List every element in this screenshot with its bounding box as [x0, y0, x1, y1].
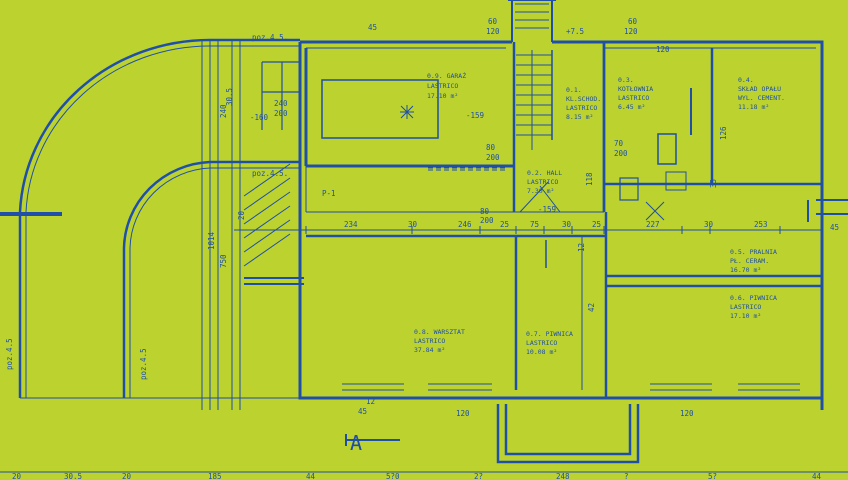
room-warsztat-area: 37.84 m² [414, 346, 445, 354]
dim-750: 750 [219, 254, 228, 268]
room-piwnica7-floor: LASTRICO [526, 339, 557, 347]
dim-20-vertical: 20 [237, 210, 246, 220]
room-sklad-floor: WYL. CEMENT. [738, 94, 785, 102]
room-garaz-name: 0.9. GARAŻ [427, 71, 466, 80]
bottom-dim-5: 44 [306, 472, 316, 480]
dim-42: 42 [587, 303, 596, 312]
room-kotlownia-no: 0.3. [618, 76, 634, 84]
room-piwnica6-name: 0.6. PIWNICA [730, 294, 777, 302]
room-pralnia-area: 16.70 m² [730, 266, 761, 274]
room-hall-name: 0.2. HALL [527, 169, 562, 177]
room-kotlownia-name: KOTŁOWNIA [618, 85, 653, 93]
room-klsch-no: 0.1. [566, 86, 582, 94]
bottom-dim-6: 5?0 [386, 472, 400, 480]
dim-60-a: 60 [488, 17, 498, 26]
room-klsch-area: 8.15 m² [566, 113, 593, 121]
dimension-labels: 234 30 246 25 75 30 25 227 30 253 -159 -… [5, 17, 839, 455]
dim-45-right: 45 [830, 223, 839, 232]
window-label-45-a: 45 [358, 407, 367, 416]
dim-minus-160: -160 [250, 113, 269, 122]
bottom-dim-10: 5? [708, 472, 717, 480]
room-warsztat-name: 0.8. WARSZTAT [414, 328, 465, 336]
room-piwnica7-area: 10.08 m² [526, 348, 557, 356]
room-piwnica6-floor: LASTRICO [730, 303, 761, 311]
bottom-dimensions: 20 30.5 20 185 44 5?0 2? 248 ? 5? 44 [12, 472, 822, 480]
dim-234: 234 [344, 220, 358, 229]
room-sklad-name: SKŁAD OPAŁU [738, 85, 781, 93]
dim-200-a: 200 [274, 109, 288, 118]
section-mark-a: A [350, 431, 362, 455]
room-piwnica6-area: 17.10 m² [730, 312, 761, 320]
room-pralnia-name: 0.5. PRALNIA [730, 248, 777, 256]
dim-80-a: 80 [486, 143, 496, 152]
pillar-label-p1: P-1 [322, 189, 336, 198]
dim-126: 126 [719, 126, 728, 140]
dim-1014: 1014 [207, 231, 216, 250]
dim-30-5-vertical: 30.5 [225, 88, 234, 106]
dim-120-b: 120 [624, 27, 638, 36]
dim-240: 240 [274, 99, 288, 108]
dim-227: 227 [646, 220, 660, 229]
room-hall-area: 7.30 m² [527, 187, 554, 195]
room-klsch-floor: LASTRICO [566, 104, 597, 112]
dim-minus-159-b: -159 [538, 205, 556, 214]
window-label-120-b: 120 [680, 409, 694, 418]
dim-25-a: 25 [500, 220, 509, 229]
dim-240-vertical: 240 [219, 104, 228, 118]
dim-200-c: 200 [486, 153, 500, 162]
dim-30-c: 30 [704, 220, 714, 229]
dim-253: 253 [754, 220, 768, 229]
room-warsztat-floor: LASTRICO [414, 337, 445, 345]
dim-200-b: 200 [614, 149, 628, 158]
bottom-dim-1: 20 [12, 472, 22, 480]
room-klsch-name: KL.SCHOD. [566, 95, 601, 103]
poz-4-5-top: poz.4.5. [252, 33, 288, 42]
dim-75: 75 [530, 220, 539, 229]
dim-120-a: 120 [486, 27, 500, 36]
dim-200-d: 200 [480, 216, 494, 225]
room-garaz-floor: LASTRICO [427, 82, 458, 90]
dim-60-b: 60 [628, 17, 638, 26]
dim-70: 70 [614, 139, 624, 148]
bottom-dim-9: ? [624, 472, 629, 480]
dim-minus-159-a: -159 [466, 111, 484, 120]
room-kotlownia-floor: LASTRICO [618, 94, 649, 102]
poz-4-5-inner: poz.4.5 [139, 348, 148, 380]
dim-30-b: 30 [562, 220, 572, 229]
dim-80-b: 80 [480, 207, 490, 216]
dim-35: 35 [709, 179, 718, 188]
level-plus-7-5: +7.5 [566, 27, 584, 36]
bottom-dim-2: 30.5 [64, 472, 82, 480]
window-label-45-b: 45 [368, 23, 377, 32]
dim-246: 246 [458, 220, 472, 229]
dim-118: 118 [585, 172, 594, 186]
dim-30-a: 30 [408, 220, 418, 229]
room-labels: 0.9. GARAŻ LASTRICO 17.10 m² 0.2. HALL L… [414, 71, 785, 356]
bottom-dim-7: 2? [474, 472, 483, 480]
room-sklad-no: 0.4. [738, 76, 754, 84]
dim-25-b: 25 [592, 220, 601, 229]
bottom-dim-11: 44 [812, 472, 822, 480]
poz-4-5-mid: poz.4.5. [252, 169, 288, 178]
room-kotlownia-area: 6.45 m² [618, 103, 645, 111]
window-label-120: 120 [456, 409, 470, 418]
dim-12: 12 [577, 243, 586, 252]
room-piwnica7-name: 0.7. PIWNICA [526, 330, 573, 338]
window-label-12: 12 [366, 397, 375, 406]
window-label-120-c: 120 [656, 45, 670, 54]
room-hall-floor: LASTRICO [527, 178, 558, 186]
bottom-dim-4: 185 [208, 472, 222, 480]
room-garaz-area: 17.10 m² [427, 92, 458, 100]
bottom-dim-3: 20 [122, 472, 132, 480]
room-sklad-area: 11.18 m² [738, 103, 769, 111]
room-pralnia-floor: PŁ. CERAM. [730, 257, 769, 265]
bottom-dim-8: 248 [556, 472, 570, 480]
poz-4-5-left: poz.4.5 [5, 338, 14, 370]
